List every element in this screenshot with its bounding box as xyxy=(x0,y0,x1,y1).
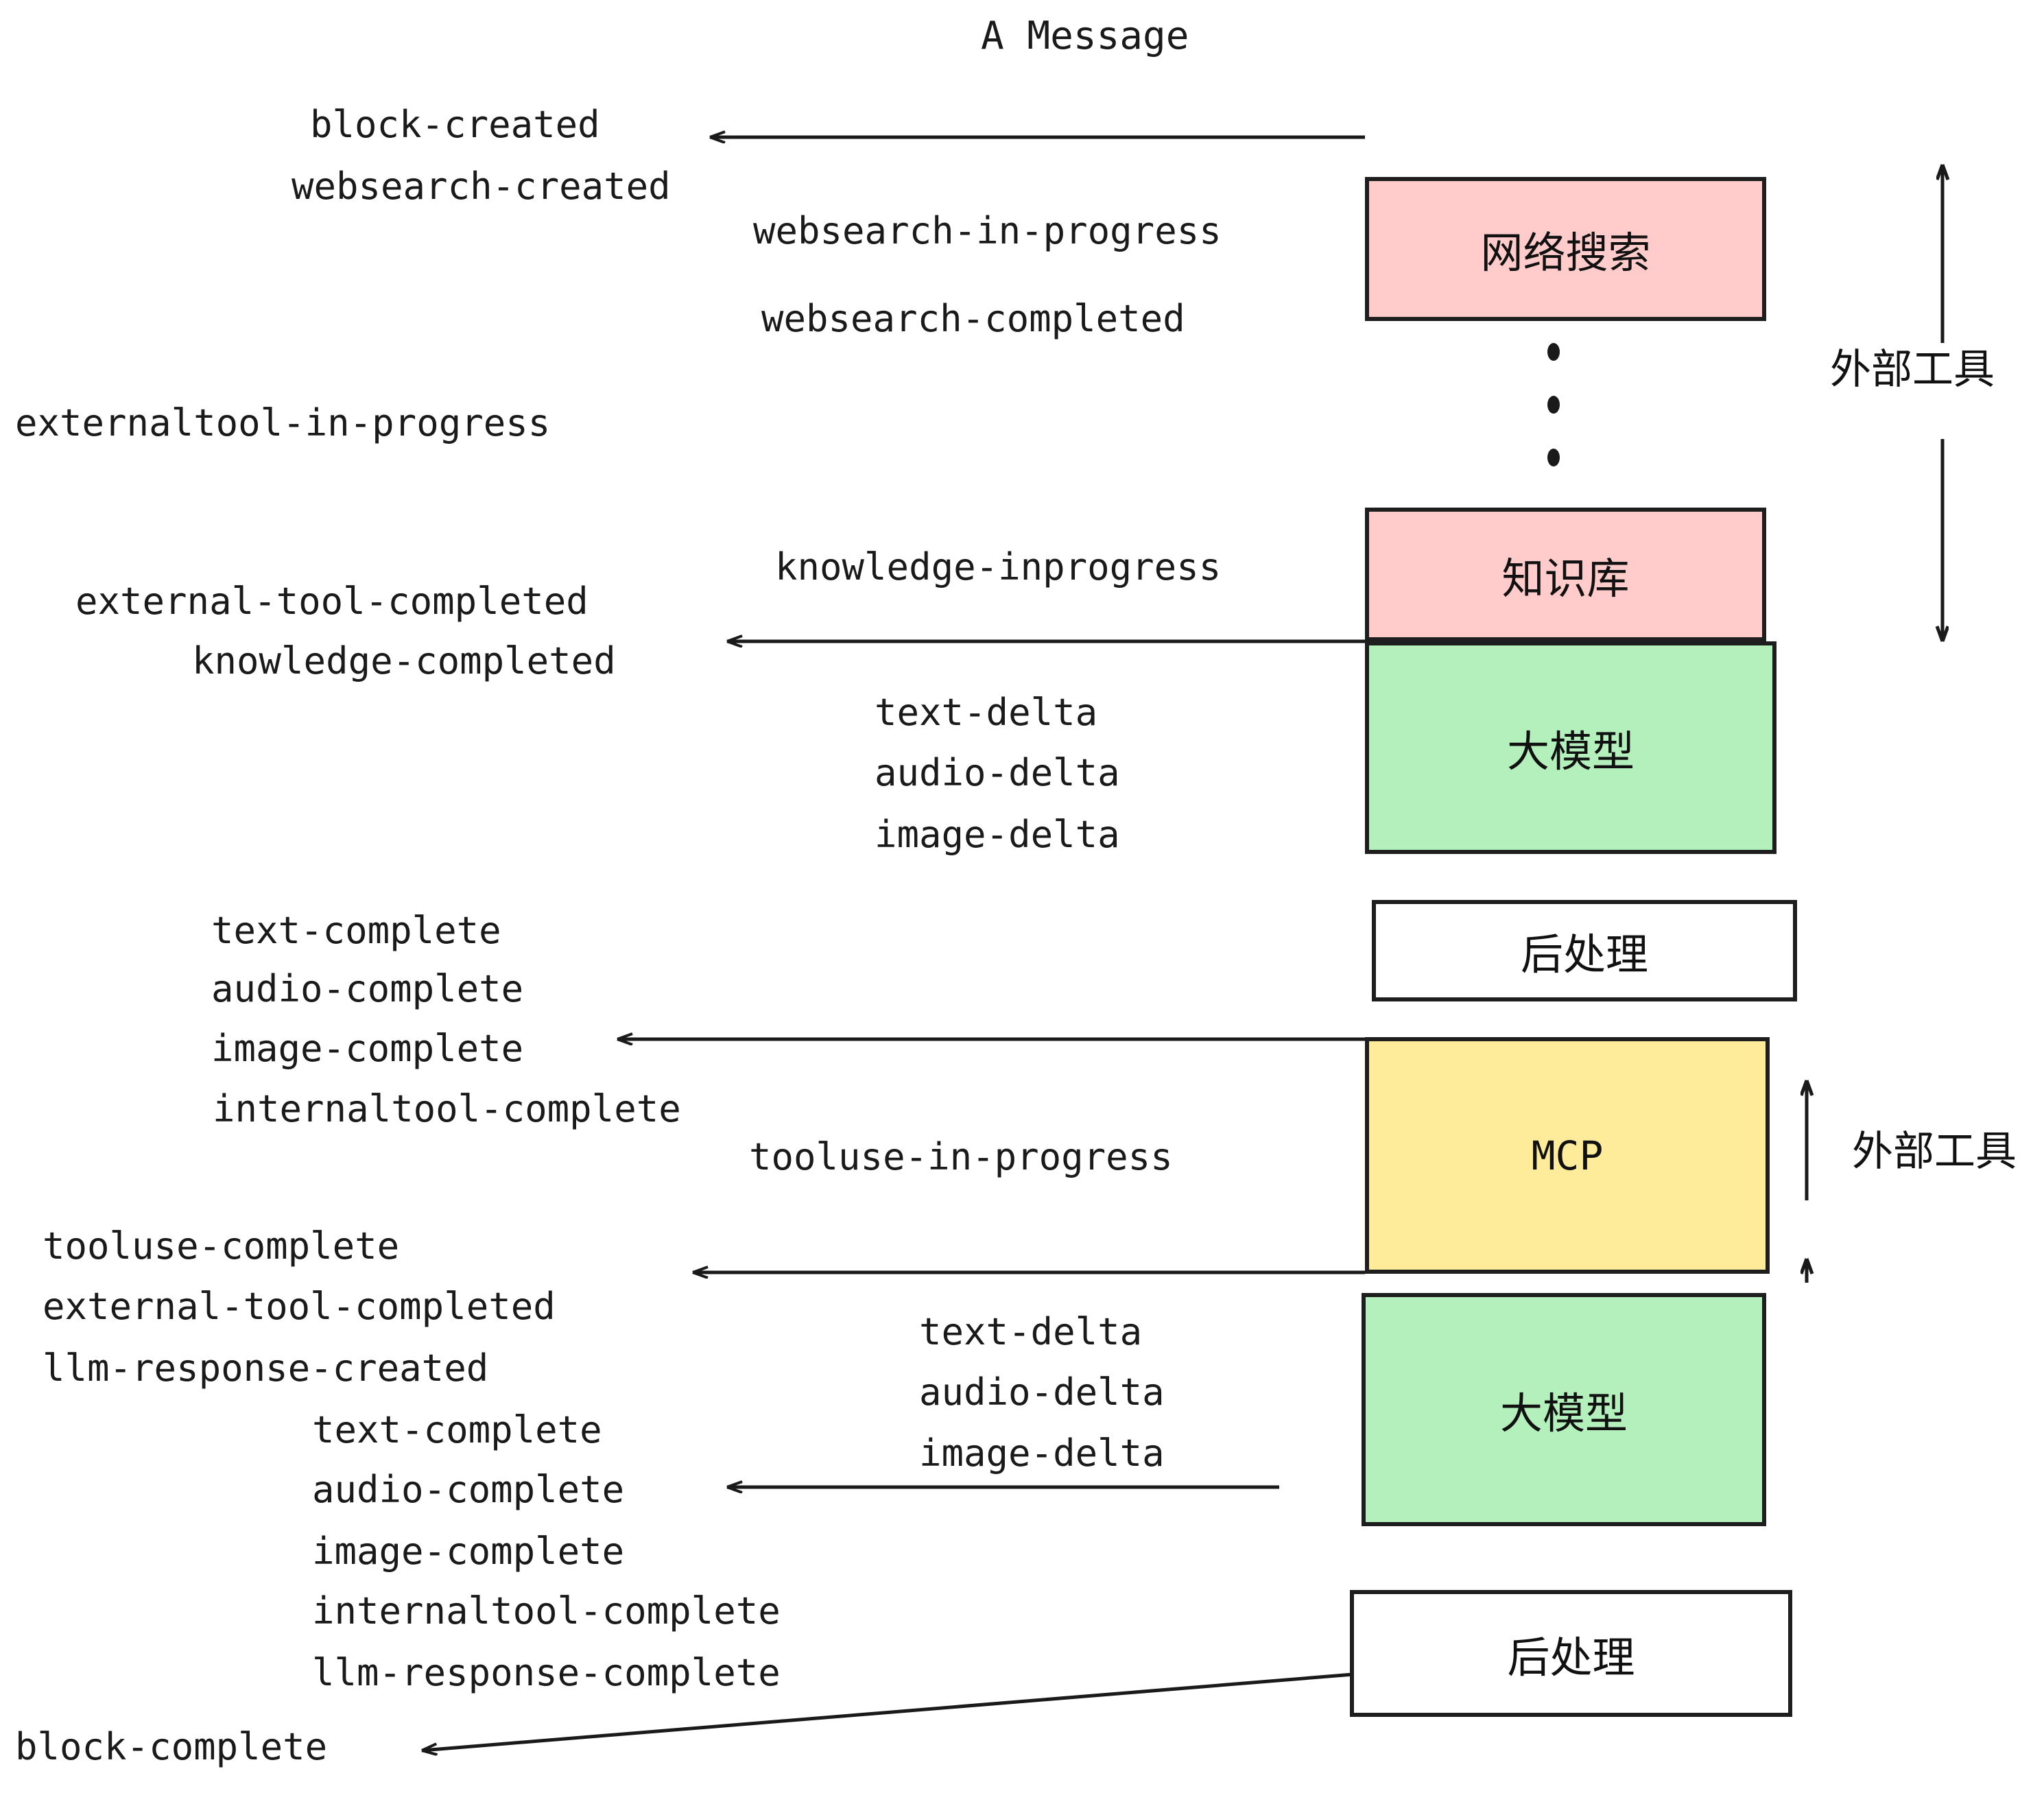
event-internaltool-complete-2: internaltool-complete xyxy=(312,1589,781,1633)
event-image-delta-2: image-delta xyxy=(919,1432,1165,1475)
box-postprocess-bottom[interactable]: 后处理 xyxy=(1350,1590,1792,1717)
event-image-delta-1: image-delta xyxy=(875,813,1120,856)
event-text-complete-2: text-complete xyxy=(312,1408,602,1451)
event-tooluse-in-progress: tooluse-in-progress xyxy=(749,1135,1173,1178)
side-label-external-tool-top: 外部工具 xyxy=(1830,346,1995,394)
dot-3 xyxy=(1547,449,1560,466)
event-text-delta-2: text-delta xyxy=(919,1310,1143,1353)
event-internaltool-complete-1: internaltool-complete xyxy=(213,1087,681,1130)
event-audio-delta-1: audio-delta xyxy=(875,751,1120,794)
event-audio-complete-1: audio-complete xyxy=(211,967,524,1010)
box-llm-bottom[interactable]: 大模型 xyxy=(1362,1293,1766,1526)
box-knowledge-label: 知识库 xyxy=(1501,553,1630,604)
box-websearch[interactable]: 网络搜索 xyxy=(1365,177,1766,321)
box-postprocess-top[interactable]: 后处理 xyxy=(1372,900,1797,1001)
side-label-external-tool-bottom: 外部工具 xyxy=(1852,1128,2017,1176)
dot-2 xyxy=(1547,396,1560,414)
box-mcp-label: MCP xyxy=(1531,1132,1604,1179)
event-websearch-in-progress: websearch-in-progress xyxy=(753,209,1222,252)
box-knowledge[interactable]: 知识库 xyxy=(1365,508,1766,641)
event-image-complete-1: image-complete xyxy=(211,1027,524,1070)
event-externaltool-in-progress: externaltool-in-progress xyxy=(15,401,551,444)
box-mcp[interactable]: MCP xyxy=(1365,1037,1770,1274)
event-llm-response-created: llm-response-created xyxy=(43,1346,489,1390)
box-llm-bottom-label: 大模型 xyxy=(1499,1388,1628,1438)
event-audio-complete-2: audio-complete xyxy=(312,1468,625,1511)
event-image-complete-2: image-complete xyxy=(312,1530,625,1573)
page-title: A Message xyxy=(981,14,1189,58)
event-knowledge-completed: knowledge-completed xyxy=(192,639,616,683)
event-text-delta-1: text-delta xyxy=(875,691,1098,734)
box-llm-top[interactable]: 大模型 xyxy=(1365,641,1776,854)
ellipsis-dots xyxy=(1547,343,1560,466)
event-knowledge-inprogress: knowledge-inprogress xyxy=(775,545,1222,589)
box-postprocess-top-label: 后处理 xyxy=(1520,929,1648,980)
event-websearch-created: websearch-created xyxy=(292,165,671,208)
box-llm-top-label: 大模型 xyxy=(1506,726,1635,776)
box-websearch-label: 网络搜索 xyxy=(1480,228,1651,278)
event-tooluse-complete: tooluse-complete xyxy=(43,1224,400,1268)
event-block-complete: block-complete xyxy=(15,1725,328,1768)
event-audio-delta-2: audio-delta xyxy=(919,1370,1165,1414)
event-llm-response-complete: llm-response-complete xyxy=(312,1651,781,1694)
event-external-tool-completed-1: external-tool-completed xyxy=(75,580,589,623)
event-block-created: block-created xyxy=(310,103,600,146)
event-text-complete-1: text-complete xyxy=(211,909,501,952)
box-postprocess-bottom-label: 后处理 xyxy=(1507,1632,1635,1683)
event-external-tool-completed-2: external-tool-completed xyxy=(43,1285,556,1328)
dot-1 xyxy=(1547,343,1560,361)
event-websearch-completed: websearch-completed xyxy=(761,297,1185,340)
